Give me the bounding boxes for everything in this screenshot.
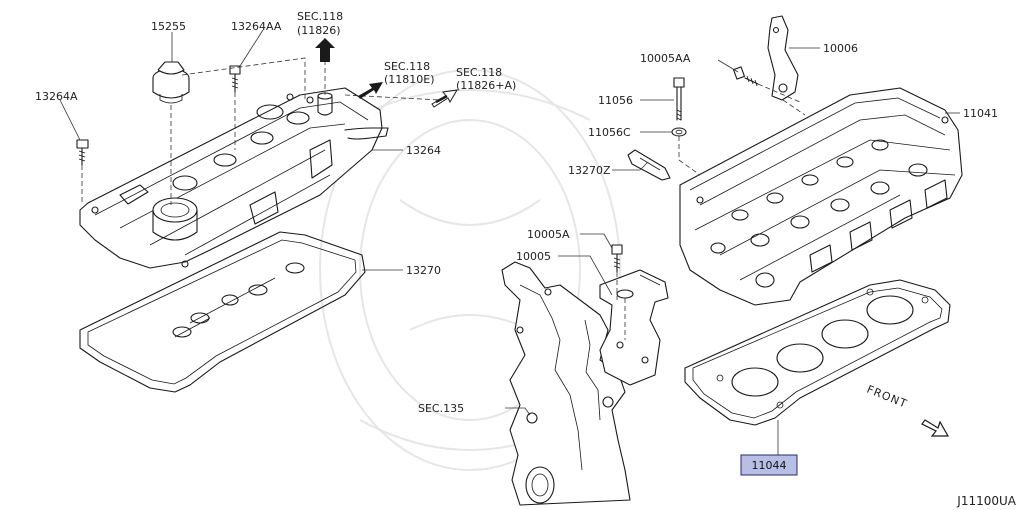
- rocker-cover-gasket[interactable]: [79, 231, 366, 393]
- front-cover[interactable]: [501, 261, 631, 506]
- bolt-10005AA[interactable]: [732, 66, 759, 87]
- label-11044: 11044: [752, 459, 787, 472]
- bracket-10006[interactable]: [767, 15, 799, 101]
- label-15255: 15255: [151, 20, 186, 33]
- sec-118-a-line1: SEC.118: [297, 10, 343, 23]
- label-10005: 10005: [516, 250, 551, 263]
- front-label: FRONT: [865, 383, 909, 411]
- washer-11056C[interactable]: [671, 127, 687, 137]
- bolt-13264A[interactable]: [76, 139, 89, 166]
- sec-arrow-right-2: [431, 89, 458, 108]
- label-11041: 11041: [963, 107, 998, 120]
- label-13264: 13264: [406, 144, 441, 157]
- bolt-11056[interactable]: [673, 77, 685, 121]
- sec-arrow-up: [315, 38, 335, 62]
- sec-118-c-line1: SEC.118: [456, 66, 502, 79]
- sec-135: SEC.135: [418, 402, 464, 415]
- bolt-13264AA[interactable]: [229, 65, 241, 93]
- label-13270Z: 13270Z: [568, 164, 611, 177]
- label-13270: 13270: [406, 264, 441, 277]
- sec-118-a-line2: (11826): [297, 24, 341, 37]
- diagram-code: J11100UA: [956, 494, 1016, 508]
- bolt-10005A[interactable]: [611, 244, 623, 273]
- bracket-10005[interactable]: [599, 269, 669, 386]
- rocker-cover[interactable]: [79, 87, 389, 269]
- leader-lines: [59, 29, 960, 455]
- watermark-emblem: [319, 69, 621, 471]
- sec-118-b-line2: (11810E): [384, 73, 435, 86]
- oil-filler-cap[interactable]: [152, 61, 190, 104]
- label-13264AA: 13264AA: [231, 20, 282, 33]
- highlight-11044[interactable]: 11044: [740, 454, 798, 476]
- seal-13270Z[interactable]: [627, 149, 671, 181]
- label-10005AA: 10005AA: [640, 52, 691, 65]
- front-arrow-icon: [921, 419, 950, 437]
- sec-arrow-right-1: [358, 82, 383, 99]
- cylinder-head[interactable]: [679, 87, 963, 306]
- front-indicator: FRONT: [865, 383, 950, 437]
- sec-118-b-line1: SEC.118: [384, 60, 430, 73]
- sec-118-c-line2: (11826+A): [456, 79, 516, 92]
- label-10006: 10006: [823, 42, 858, 55]
- label-11056C: 11056C: [588, 126, 631, 139]
- highlight-box: [740, 454, 798, 476]
- label-10005A: 10005A: [527, 228, 570, 241]
- head-gasket[interactable]: [684, 279, 951, 426]
- label-13264A: 13264A: [35, 90, 78, 103]
- label-11056: 11056: [598, 94, 633, 107]
